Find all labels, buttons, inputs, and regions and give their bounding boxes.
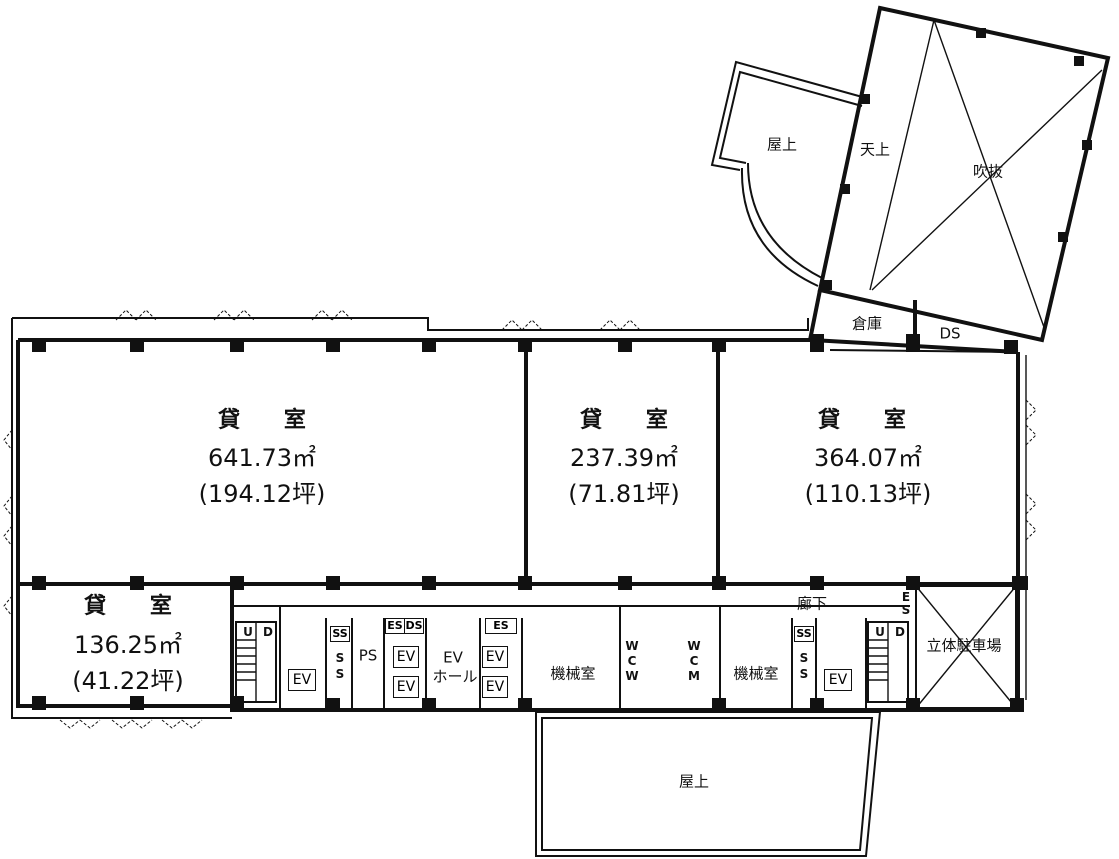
- rooftop-bottom: [535, 711, 882, 857]
- door-swing: [501, 319, 543, 331]
- outer-boundary-left: [11, 318, 232, 719]
- ev-hall-label-1: EV: [443, 648, 463, 667]
- rouka-label: 廊下: [796, 594, 828, 613]
- parking-box: [915, 585, 1017, 709]
- storage-row: [808, 289, 822, 341]
- tenjo-label: 天上: [859, 140, 891, 159]
- door-swing: [3, 595, 13, 617]
- room4-area: 136.25㎡: [74, 631, 182, 659]
- room4-title: 貸 室: [84, 594, 190, 619]
- rooftop-bottom-label: 屋上: [678, 772, 710, 791]
- rooftop-bottom-inner: [541, 717, 874, 851]
- room2-area: 237.39㎡: [570, 444, 678, 472]
- s-label: S: [799, 651, 809, 665]
- room4-tsubo: (41.22坪): [72, 667, 184, 695]
- door-swing: [161, 719, 203, 729]
- outer-boundary: [12, 317, 809, 331]
- ev-hall-label-2: ホール: [432, 667, 478, 686]
- rooftop-curve-inner: [747, 162, 823, 279]
- door-swing: [599, 319, 641, 331]
- atrium-inner: [869, 19, 935, 291]
- ds-box: DS: [404, 618, 424, 634]
- storage-bottom: [829, 349, 1019, 353]
- elevator-right: EV: [824, 669, 852, 691]
- wc-m: M: [688, 669, 700, 683]
- room3-tsubo: (110.13坪): [804, 480, 932, 508]
- columns: [32, 28, 1092, 712]
- stair-u: U: [243, 625, 253, 639]
- es-box: ES: [485, 618, 517, 634]
- room2-title: 貸 室: [580, 408, 686, 433]
- door-swing: [3, 495, 13, 547]
- kikai1-label: 機械室: [550, 664, 596, 683]
- stairs-right: [867, 621, 909, 703]
- ss-box-right: SS: [794, 626, 814, 642]
- elevator-4: EV: [482, 676, 508, 698]
- fukinuke-label: 吹抜: [972, 162, 1004, 181]
- parking-label: 立体駐車場: [926, 636, 1002, 655]
- door-swing: [111, 719, 153, 729]
- x-line-1: [933, 19, 1046, 331]
- souko-label: 倉庫: [851, 314, 883, 333]
- x-line-2: [871, 69, 1103, 291]
- ps-label: PS: [358, 646, 378, 665]
- rooftop-top-label: 屋上: [766, 135, 798, 154]
- rooftop-top-inner: [718, 70, 863, 164]
- s-label: S: [335, 651, 345, 665]
- s-label: S: [799, 667, 809, 681]
- e-label: E: [901, 590, 911, 604]
- atrium-block: [817, 5, 1111, 343]
- stair-u: U: [875, 625, 885, 639]
- es-box: ES: [385, 618, 405, 634]
- stair-d: D: [263, 625, 273, 639]
- rooftop-top: [710, 60, 867, 171]
- door-swing: [1025, 399, 1037, 446]
- room1-area: 641.73㎡: [208, 444, 316, 472]
- room1-title: 貸 室: [218, 408, 324, 433]
- s-label: S: [901, 603, 911, 617]
- kikai2-label: 機械室: [733, 664, 779, 683]
- door-swing: [1025, 493, 1037, 541]
- elevator-2: EV: [393, 676, 419, 698]
- door-swing: [3, 429, 13, 451]
- room3-title: 貸 室: [818, 408, 924, 433]
- room2-tsubo: (71.81坪): [568, 480, 680, 508]
- ds-top-label: DS: [939, 324, 961, 343]
- wc-w: W: [687, 639, 701, 653]
- wc-c: C: [627, 654, 637, 668]
- s-label: S: [335, 667, 345, 681]
- wc-w: W: [625, 669, 639, 683]
- room1-tsubo: (194.12坪): [198, 480, 326, 508]
- elevator-3: EV: [482, 646, 508, 668]
- ss-box-left: SS: [330, 626, 350, 642]
- room3-area: 364.07㎡: [814, 444, 922, 472]
- parking-x2: [915, 585, 1017, 709]
- wc-c: C: [689, 654, 699, 668]
- elevator-1: EV: [393, 646, 419, 668]
- stair-d: D: [895, 625, 905, 639]
- door-swing: [59, 719, 101, 729]
- rooftop-curve: [740, 167, 819, 287]
- wc-w: W: [625, 639, 639, 653]
- elevator-left: EV: [288, 669, 316, 691]
- stairs-left: [235, 621, 277, 703]
